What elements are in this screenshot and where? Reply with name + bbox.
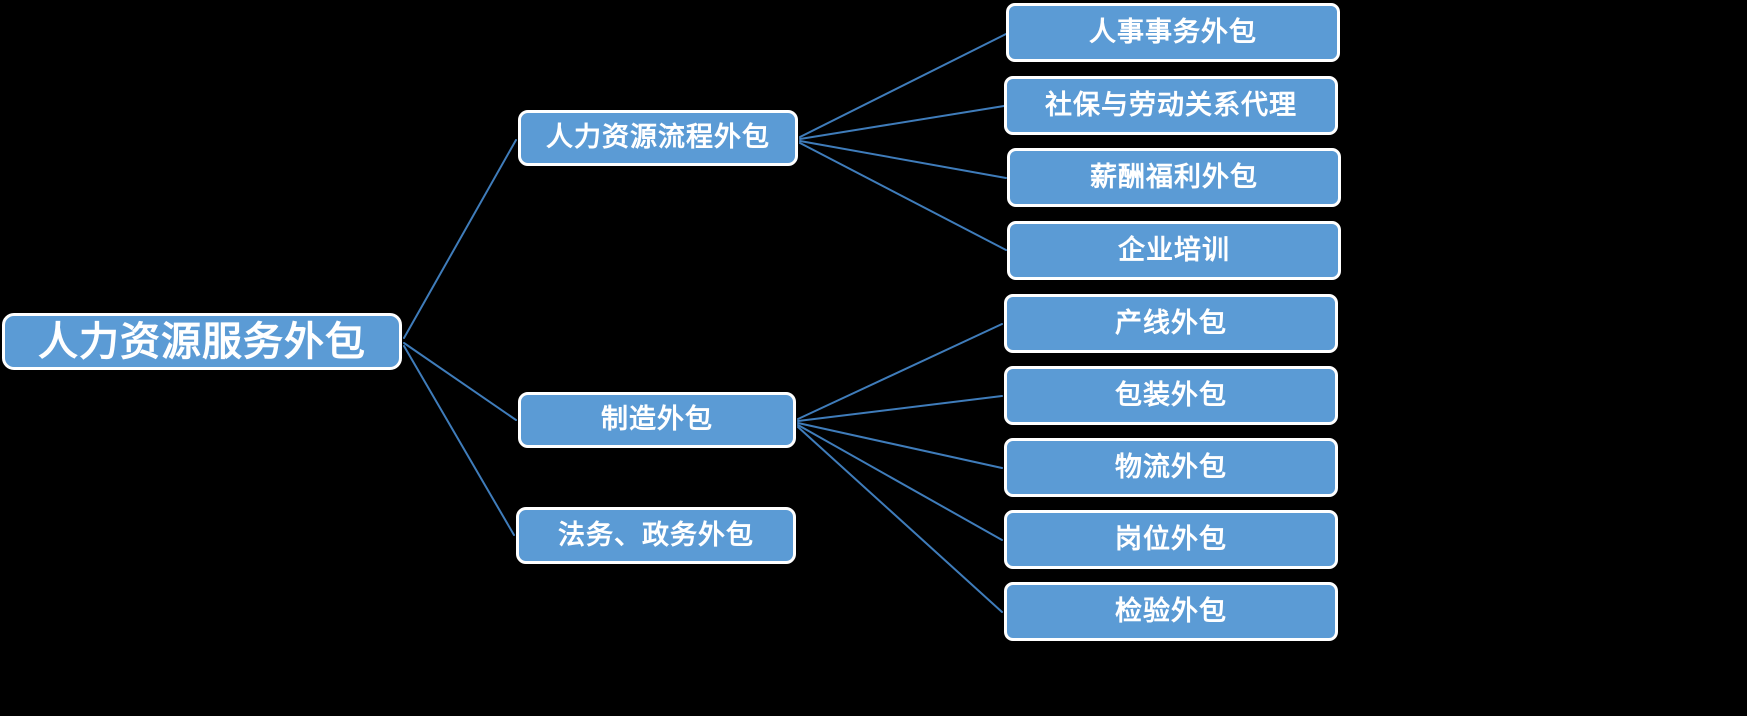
leaf-node-packaging-label: 包装外包 (1115, 379, 1227, 410)
leaf-node-corp-training-label: 企业培训 (1118, 234, 1230, 265)
connector-hr-process-to-corp-training (799, 142, 1007, 251)
connector-hr-process-to-comp-benefits (799, 140, 1007, 179)
connector-manufacturing-to-packaging (797, 395, 1003, 422)
leaf-node-hr-affairs-label: 人事事务外包 (1089, 16, 1257, 47)
connector-root-to-manufacturing (403, 342, 517, 421)
branch-node-manufacturing[interactable]: 制造外包 (518, 392, 796, 448)
leaf-node-production-line[interactable]: 产线外包 (1004, 294, 1338, 353)
connector-hr-process-to-social-insurance (799, 105, 1005, 140)
branch-node-manufacturing-label: 制造外包 (601, 404, 713, 435)
leaf-node-social-insurance-label: 社保与劳动关系代理 (1045, 89, 1297, 120)
leaf-node-corp-training[interactable]: 企业培训 (1007, 221, 1341, 280)
connector-manufacturing-to-position (797, 424, 1003, 541)
root-node-hr-service-outsourcing-label: 人力资源服务外包 (38, 319, 366, 364)
connector-root-to-hr-process (403, 139, 517, 339)
connector-hr-process-to-hr-affairs (799, 33, 1007, 138)
leaf-node-packaging[interactable]: 包装外包 (1004, 366, 1338, 425)
leaf-node-comp-benefits[interactable]: 薪酬福利外包 (1007, 148, 1341, 207)
branch-node-hr-process-label: 人力资源流程外包 (546, 122, 770, 153)
root-node-hr-service-outsourcing[interactable]: 人力资源服务外包 (2, 313, 402, 370)
connector-manufacturing-to-logistics (797, 422, 1003, 469)
leaf-node-inspection-label: 检验外包 (1115, 595, 1227, 626)
branch-node-legal-gov[interactable]: 法务、政务外包 (516, 507, 796, 564)
leaf-node-position[interactable]: 岗位外包 (1004, 510, 1338, 569)
leaf-node-inspection[interactable]: 检验外包 (1004, 582, 1338, 641)
leaf-node-social-insurance[interactable]: 社保与劳动关系代理 (1004, 76, 1338, 135)
leaf-node-hr-affairs[interactable]: 人事事务外包 (1006, 3, 1340, 62)
connector-root-to-legal-gov (403, 345, 515, 536)
leaf-node-logistics[interactable]: 物流外包 (1004, 438, 1338, 497)
connector-manufacturing-to-inspection (797, 426, 1003, 613)
branch-node-hr-process[interactable]: 人力资源流程外包 (518, 110, 798, 166)
leaf-node-logistics-label: 物流外包 (1115, 451, 1227, 482)
branch-node-legal-gov-label: 法务、政务外包 (558, 519, 754, 550)
leaf-node-position-label: 岗位外包 (1115, 523, 1227, 554)
leaf-node-production-line-label: 产线外包 (1115, 307, 1227, 338)
connector-manufacturing-to-production-line (797, 323, 1003, 420)
leaf-node-comp-benefits-label: 薪酬福利外包 (1090, 161, 1258, 192)
